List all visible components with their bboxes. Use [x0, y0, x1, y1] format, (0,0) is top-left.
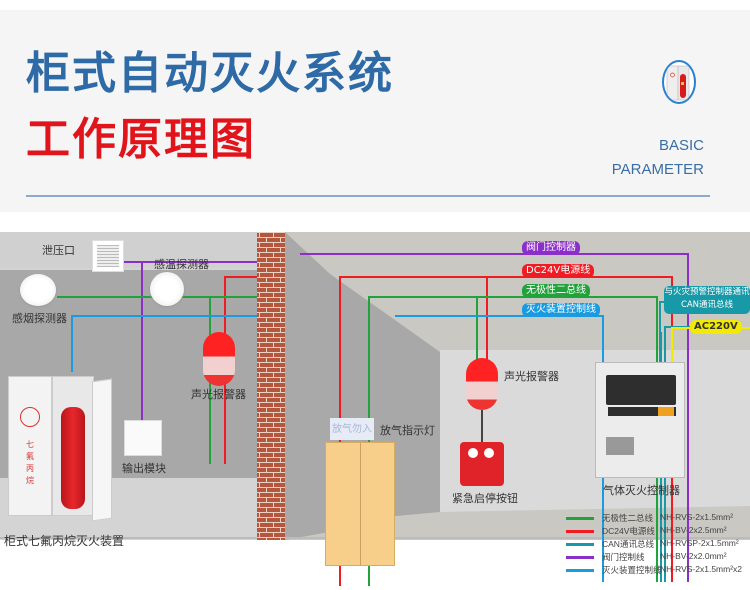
caption-line-2: PARAMETER — [611, 161, 704, 178]
legend-wire-spec: NH-RVSP-2x1.5mm² — [660, 538, 739, 548]
cabinet-open-door — [92, 378, 112, 522]
legend-wire-spec: NH-RVS-2x1.5mm² — [660, 512, 734, 522]
legend-swatch — [566, 569, 594, 572]
legend-wire-spec: NH-BV-2x2.0mm² — [660, 551, 727, 561]
tag-can-bus: 与火灾预警控制器通讯 CAN通讯总线 — [664, 286, 750, 314]
room-door[interactable] — [325, 442, 395, 566]
emergency-stop-button[interactable] — [460, 442, 504, 486]
legend-wire-spec: NH-BV-2x2.5mm² — [660, 525, 727, 535]
legend-swatch — [566, 556, 594, 559]
wire-control-left — [71, 315, 257, 372]
heat-detector-label: 感温探测器 — [154, 258, 209, 271]
page-subtitle: 工作原理图 — [26, 114, 256, 165]
wire-ac220-visible — [671, 327, 690, 362]
tag-can-line2: CAN通讯总线 — [680, 300, 734, 310]
header-banner: 柜式自动灭火系统 工作原理图 BASIC PARAMETER — [0, 10, 750, 212]
cabinet-text-3: 丙 — [26, 464, 34, 473]
cabinet-text-1: 七 — [26, 440, 34, 449]
page-title: 柜式自动灭火系统 — [26, 48, 394, 99]
sound-light-alarm-left-label: 声光报警器 — [191, 388, 246, 401]
output-module-icon — [124, 420, 162, 456]
tag-ac220v: AC220V — [690, 320, 742, 334]
tag-dc24v-power: DC24V电源线 — [522, 264, 595, 278]
legend-swatch — [566, 517, 594, 520]
brick-wall — [257, 232, 285, 540]
tag-can-line1: 与火灾预警控制器通讯 — [664, 287, 750, 297]
legend-wire-name: 阀门控制线 — [602, 552, 645, 562]
smoke-detector-label: 感烟探测器 — [12, 312, 67, 325]
legend-wire-name: 灭火装置控制线 — [602, 565, 662, 575]
fire-extinguisher-cylinder-icon — [61, 407, 85, 509]
tag-valve-controller: 阀门控制器 — [522, 241, 580, 255]
legend-swatch — [566, 543, 594, 546]
cabinet-right-compartment — [52, 376, 94, 516]
output-module-label: 输出模块 — [122, 462, 166, 475]
gas-extinguishing-controller[interactable] — [595, 362, 685, 478]
sound-light-alarm-left-icon — [203, 332, 235, 386]
cabinet-left-door: 七 氟 丙 烷 — [8, 376, 52, 516]
legend-swatch — [566, 530, 594, 533]
smoke-detector-icon — [20, 274, 56, 306]
cabinet-text-4: 烷 — [26, 476, 34, 485]
emergency-stop-button-label: 紧急启停按钮 — [452, 492, 518, 505]
caption-line-1: BASIC — [658, 137, 704, 154]
sound-light-alarm-right-icon — [466, 358, 498, 410]
heat-detector-icon — [150, 272, 184, 306]
header-divider — [26, 195, 710, 197]
wire-valve-right — [300, 253, 689, 582]
pressure-relief-vent-icon — [92, 240, 124, 272]
basic-parameter-caption: BASIC PARAMETER — [612, 134, 704, 182]
tag-two-wire-bus: 无极性二总线 — [522, 284, 590, 298]
release-indicator-sign-text: 放气勿入 — [332, 424, 372, 435]
wire-control-right — [395, 315, 604, 582]
pressure-relief-vent-label: 泄压口 — [42, 244, 75, 257]
tag-extinguisher-control: 灭火装置控制线 — [522, 303, 600, 317]
legend-wire-name: 无极性二总线 — [602, 513, 654, 523]
fire-extinguisher-cabinet-icon — [662, 60, 696, 104]
cabinet-text-2: 氟 — [26, 452, 34, 461]
release-indicator-light: 放气勿入 — [330, 418, 374, 440]
right-side-wall — [285, 232, 330, 540]
system-diagram: 泄压口 感烟探测器 感温探测器 声光报警器 输出模块 七 氟 丙 烷 柜式七氟丙… — [0, 232, 750, 586]
cabinet-device-label: 柜式七氟丙烷灭火装置 — [4, 534, 125, 548]
release-indicator-label: 放气指示灯 — [380, 424, 435, 437]
controller-label: 气体灭火控制器 — [603, 484, 680, 497]
legend-wire-name: CAN通讯总线 — [602, 539, 654, 549]
legend-wire-name: DC24V电源线 — [602, 526, 655, 536]
wire-power-left — [224, 276, 257, 464]
sound-light-alarm-right-label: 声光报警器 — [504, 370, 559, 383]
right-floor — [285, 506, 750, 540]
legend-wire-spec: NH-RVS-2x1.5mm²x2 — [660, 564, 743, 574]
